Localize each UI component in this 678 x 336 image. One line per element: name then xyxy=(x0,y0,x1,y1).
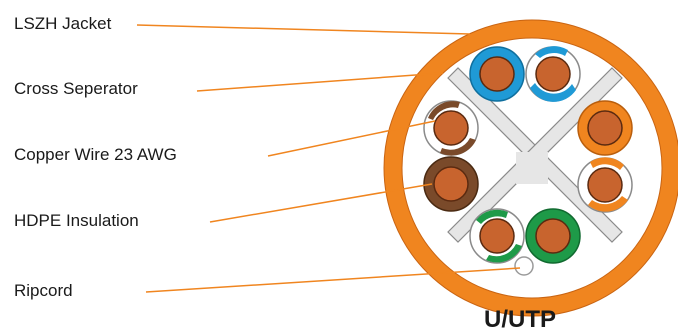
ripcord xyxy=(514,256,534,276)
leader-line-separator xyxy=(196,72,444,92)
wire-pair-green xyxy=(469,208,581,264)
label-jacket: LSZH Jacket xyxy=(14,14,112,33)
label-wire: Copper Wire 23 AWG xyxy=(14,145,177,164)
wire-pair-blue xyxy=(469,46,581,102)
label-ripcord: Ripcord xyxy=(14,281,73,300)
label-separator: Cross Seperator xyxy=(14,79,138,98)
leader-line-ripcord xyxy=(145,267,521,293)
leader-line-insulation xyxy=(209,183,433,223)
leader-line-jacket xyxy=(136,24,471,35)
caption-cable-type: U/UTP xyxy=(484,306,556,333)
label-insulation: HDPE Insulation xyxy=(14,211,139,230)
leader-line-wire xyxy=(267,120,436,157)
cross-separator xyxy=(447,67,623,243)
leader-lines xyxy=(136,24,521,293)
wire-pair-orange xyxy=(577,100,633,213)
wire-pair-brown xyxy=(423,100,479,212)
